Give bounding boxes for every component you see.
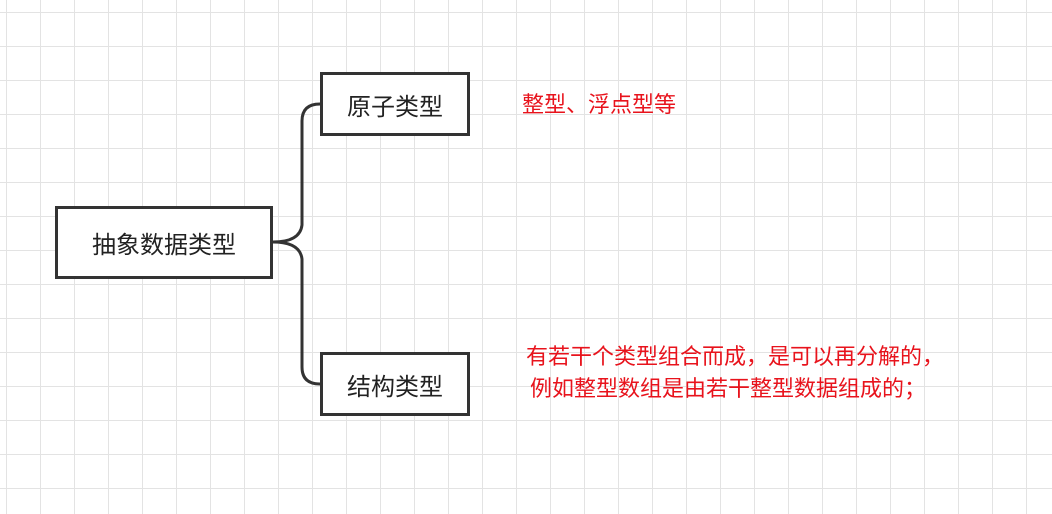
root-node-label: 抽象数据类型 <box>92 231 236 259</box>
connector-to-atomic <box>271 102 322 244</box>
atomic-type-note: 整型、浮点型等 <box>522 90 676 122</box>
structured-type-note-line-1: 有若干个类型组合而成，是可以再分解的， <box>526 345 945 370</box>
structured-type-note: 有若干个类型组合而成，是可以再分解的， 例如整型数组是由若干整型数据组成的； <box>526 342 944 406</box>
child-node-structured-type[interactable]: 结构类型 <box>320 352 470 416</box>
structured-type-note-line-2: 例如整型数组是由若干整型数据组成的； <box>530 377 927 402</box>
child-node-atomic-type[interactable]: 原子类型 <box>320 72 470 136</box>
child-node-atomic-type-label: 原子类型 <box>347 92 443 121</box>
root-node[interactable]: 抽象数据类型 <box>55 206 273 279</box>
atomic-type-note-line: 整型、浮点型等 <box>522 93 677 118</box>
connector-to-struct <box>271 240 322 386</box>
child-node-structured-type-label: 结构类型 <box>347 372 443 401</box>
